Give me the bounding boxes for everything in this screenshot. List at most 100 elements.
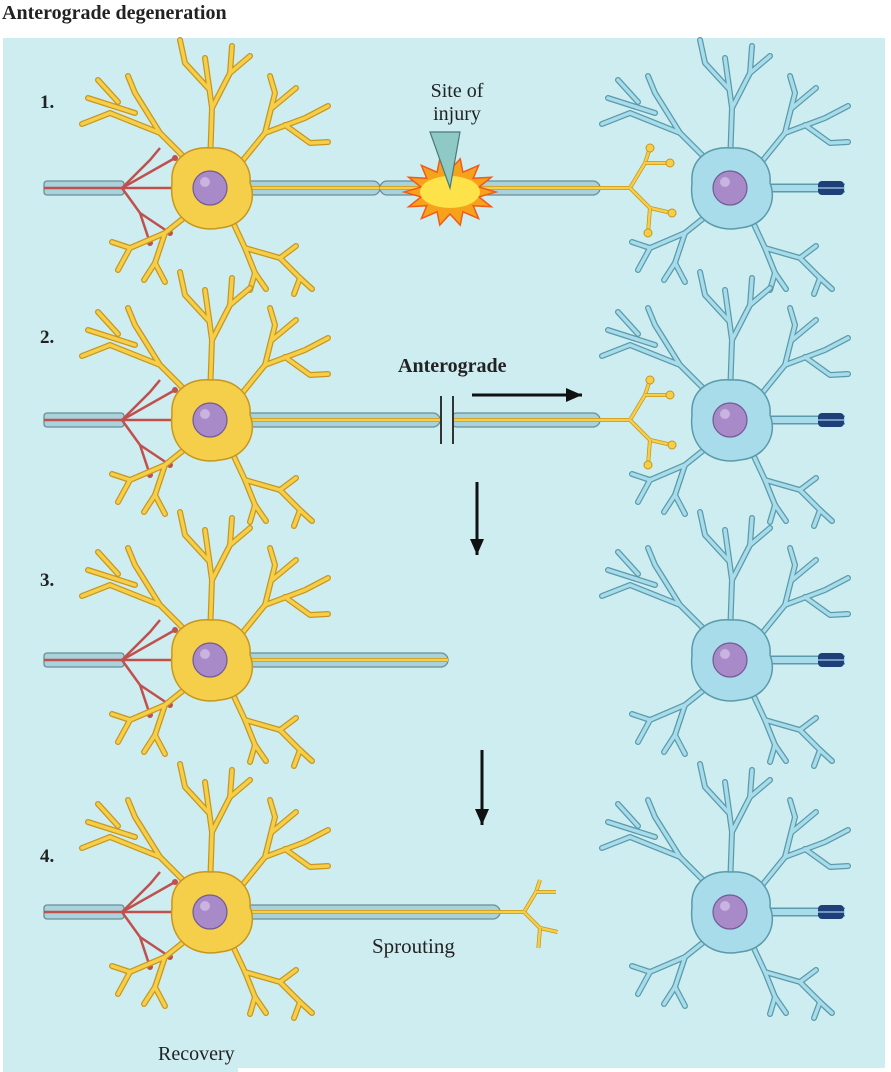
dendrite (110, 240, 132, 250)
nucleus-highlight (200, 409, 210, 419)
dendrite (268, 74, 277, 95)
dendrite (86, 568, 137, 587)
dendrite (783, 828, 850, 859)
dendrite (298, 508, 314, 523)
dendrite (818, 276, 834, 291)
dendrite (773, 503, 788, 523)
step-1-label: 1. (40, 92, 54, 113)
dendrite (142, 493, 157, 514)
dendrite (768, 743, 777, 764)
postsynaptic-axon (760, 905, 845, 919)
dendrite (773, 995, 788, 1015)
neurons-layer (43, 37, 851, 1021)
dendrite (278, 244, 298, 260)
dendrite (748, 54, 772, 75)
dendrite (773, 743, 788, 763)
sprouting-label: Sprouting (372, 934, 455, 958)
postsynaptic-neuron (599, 269, 851, 529)
presynaptic-neuron (79, 761, 331, 1021)
dendrite (600, 835, 632, 850)
presynaptic-neuron (79, 509, 331, 769)
nucleus (192, 402, 228, 438)
dendrite (126, 306, 162, 367)
nucleus-highlight (200, 649, 210, 659)
dendrite (600, 583, 632, 598)
input-terminal (172, 387, 178, 393)
dendrite (263, 576, 330, 607)
terminal-branch (500, 879, 542, 914)
dendrite (773, 271, 788, 291)
step-3-label: 3. (40, 570, 54, 591)
dendrite (86, 96, 137, 115)
dendrite (788, 546, 797, 567)
nucleus (712, 402, 748, 438)
dendrite (292, 1000, 302, 1020)
nucleus (192, 642, 228, 678)
dendrite (698, 762, 730, 814)
needle-icon (429, 131, 461, 191)
down-arrow-1 (470, 482, 484, 555)
dendrite (673, 493, 687, 516)
dendrite (673, 261, 687, 284)
axon (244, 412, 441, 428)
dendrite (253, 271, 268, 291)
terminal-branch (600, 147, 652, 190)
dendrite (698, 270, 730, 322)
injury-core (420, 176, 480, 208)
input-branch (120, 419, 171, 467)
nucleus (712, 642, 748, 678)
dendrite (646, 306, 682, 367)
dendrite (248, 995, 257, 1016)
dendrite (228, 526, 252, 547)
nucleus (192, 170, 228, 206)
dendrite (96, 550, 120, 576)
dendrite (283, 595, 330, 617)
dendrite (86, 820, 137, 839)
diagram-title: Anterograde degeneration (2, 2, 227, 24)
postsynaptic-neuron (599, 761, 851, 1021)
dendrite (798, 244, 818, 260)
dendrite (790, 86, 818, 110)
synaptic-bouton (645, 375, 655, 385)
synaptic-bouton (667, 440, 677, 450)
dendrite (248, 503, 257, 524)
dendrite (298, 276, 314, 291)
synaptic-bouton (643, 460, 653, 470)
axon (244, 180, 381, 196)
dendrite (178, 762, 210, 814)
dendrite (616, 550, 640, 576)
dendrite (768, 995, 777, 1016)
dendrite (80, 835, 112, 850)
dendrite (110, 964, 132, 974)
dendrite (270, 86, 298, 110)
nucleus (712, 170, 748, 206)
input-branch (121, 379, 161, 421)
dendrite (153, 733, 167, 756)
dendrite (263, 336, 330, 367)
dendrite (263, 104, 330, 135)
dendrite (748, 286, 772, 307)
dendrite (803, 595, 850, 617)
input-branch (121, 619, 161, 661)
dendrite (80, 111, 112, 126)
dendrite (798, 968, 818, 984)
terminal-branch (600, 379, 652, 422)
dendrite (270, 810, 298, 834)
dendrite (292, 508, 302, 528)
dendrite (803, 847, 850, 869)
input-branch (121, 871, 161, 913)
dendrite (96, 310, 120, 336)
dendrite (110, 472, 132, 482)
dendrite (142, 733, 157, 754)
injury-label-line1: Site of (431, 80, 484, 102)
injury-site (401, 131, 499, 227)
dendrite (283, 847, 330, 869)
nucleus (712, 894, 748, 930)
dendrite (812, 748, 822, 768)
dendrite (86, 328, 137, 347)
input-fiber (43, 871, 178, 970)
dendrite (783, 576, 850, 607)
dendrite (283, 123, 330, 145)
dendrite (126, 798, 162, 859)
presynaptic-neuron (79, 269, 331, 529)
